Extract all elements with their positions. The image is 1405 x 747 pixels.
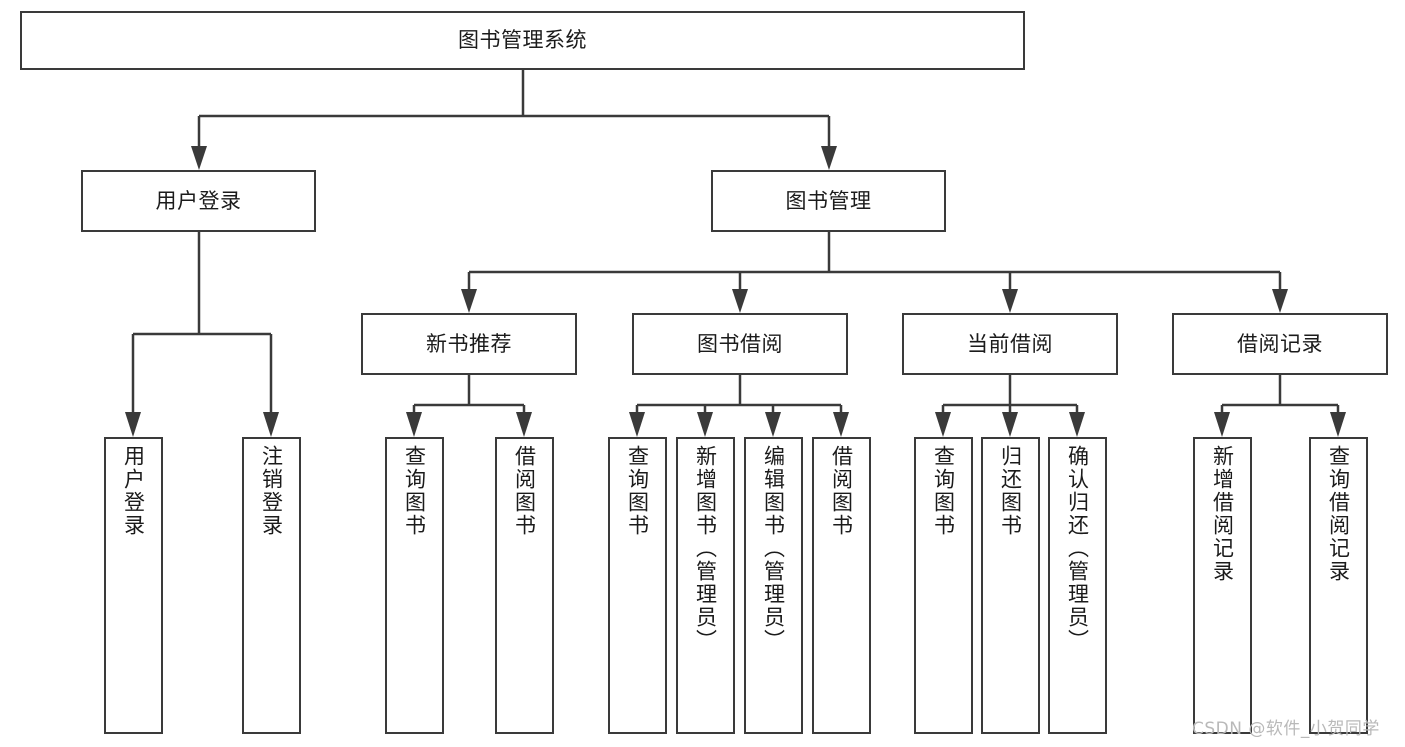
arrow-current-borrow-leaf3 (1069, 412, 1085, 437)
leaf-label: 查询图书 (625, 445, 650, 537)
leaf-current-borrow-confirm-return[interactable]: 确认归还（管理员） (1048, 437, 1107, 734)
arrow-book-borrow-leaf4 (833, 412, 849, 437)
node-borrow-record[interactable]: 借阅记录 (1172, 313, 1388, 375)
watermark: CSDN @软件_小贺同学 (1192, 719, 1380, 739)
leaf-label: 用户登录 (121, 445, 146, 537)
arrow-current-borrow-leaf2 (1002, 412, 1018, 437)
leaf-label: 借阅图书 (829, 445, 854, 537)
node-root[interactable]: 图书管理系统 (20, 11, 1025, 70)
arrow-current-borrow (1002, 289, 1018, 313)
leaf-book-borrow-query-book[interactable]: 查询图书 (608, 437, 667, 734)
arrow-borrow-record-leaf1 (1214, 412, 1230, 437)
leaf-label: 注销登录 (259, 445, 284, 537)
leaf-borrow-record-query-record[interactable]: 查询借阅记录 (1309, 437, 1368, 734)
leaf-current-borrow-return-book[interactable]: 归还图书 (981, 437, 1040, 734)
node-new-book-recommend[interactable]: 新书推荐 (361, 313, 577, 375)
leaf-book-borrow-add-book[interactable]: 新增图书（管理员） (676, 437, 735, 734)
node-book-management[interactable]: 图书管理 (711, 170, 946, 232)
leaf-new-book-borrow-book[interactable]: 借阅图书 (495, 437, 554, 734)
leaf-user-login-logout[interactable]: 注销登录 (242, 437, 301, 734)
leaf-book-borrow-borrow-book[interactable]: 借阅图书 (812, 437, 871, 734)
leaf-label: 查询借阅记录 (1326, 445, 1351, 583)
arrow-current-borrow-leaf1 (935, 412, 951, 437)
leaf-label: 查询图书 (402, 445, 427, 537)
arrow-user-login-leaf2 (263, 412, 279, 437)
leaf-label: 新增借阅记录 (1210, 445, 1235, 583)
arrow-book-mgmt (821, 146, 837, 170)
node-borrow-record-label: 借阅记录 (1237, 331, 1323, 356)
arrow-user-login-leaf1 (125, 412, 141, 437)
node-current-borrow[interactable]: 当前借阅 (902, 313, 1118, 375)
arrow-new-book-leaf1 (406, 412, 422, 437)
arrow-book-borrow-leaf2 (697, 412, 713, 437)
node-book-management-label: 图书管理 (785, 188, 872, 213)
arrow-book-borrow-leaf3 (765, 412, 781, 437)
node-root-label: 图书管理系统 (458, 28, 587, 53)
node-new-book-recommend-label: 新书推荐 (426, 331, 512, 356)
arrow-book-borrow-leaf1 (629, 412, 645, 437)
arrow-borrow-record-leaf2 (1330, 412, 1346, 437)
arrow-user-login (191, 146, 207, 170)
node-user-login[interactable]: 用户登录 (81, 170, 316, 232)
arrow-new-book (461, 289, 477, 313)
arrow-borrow-record (1272, 289, 1288, 313)
leaf-label: 借阅图书 (512, 445, 537, 537)
leaf-new-book-query-book[interactable]: 查询图书 (385, 437, 444, 734)
leaf-book-borrow-edit-book[interactable]: 编辑图书（管理员） (744, 437, 803, 734)
leaf-current-borrow-query-book[interactable]: 查询图书 (914, 437, 973, 734)
leaf-borrow-record-add-record[interactable]: 新增借阅记录 (1193, 437, 1252, 734)
node-book-borrow-label: 图书借阅 (697, 331, 783, 356)
leaf-label: 确认归还（管理员） (1065, 445, 1090, 652)
arrow-book-borrow (732, 289, 748, 313)
leaf-label: 新增图书（管理员） (693, 445, 718, 652)
leaf-label: 归还图书 (998, 445, 1023, 537)
leaf-user-login-login[interactable]: 用户登录 (104, 437, 163, 734)
node-user-login-label: 用户登录 (155, 188, 242, 213)
arrow-new-book-leaf2 (516, 412, 532, 437)
leaf-label: 查询图书 (931, 445, 956, 537)
node-current-borrow-label: 当前借阅 (967, 331, 1053, 356)
node-book-borrow[interactable]: 图书借阅 (632, 313, 848, 375)
leaf-label: 编辑图书（管理员） (761, 445, 786, 652)
